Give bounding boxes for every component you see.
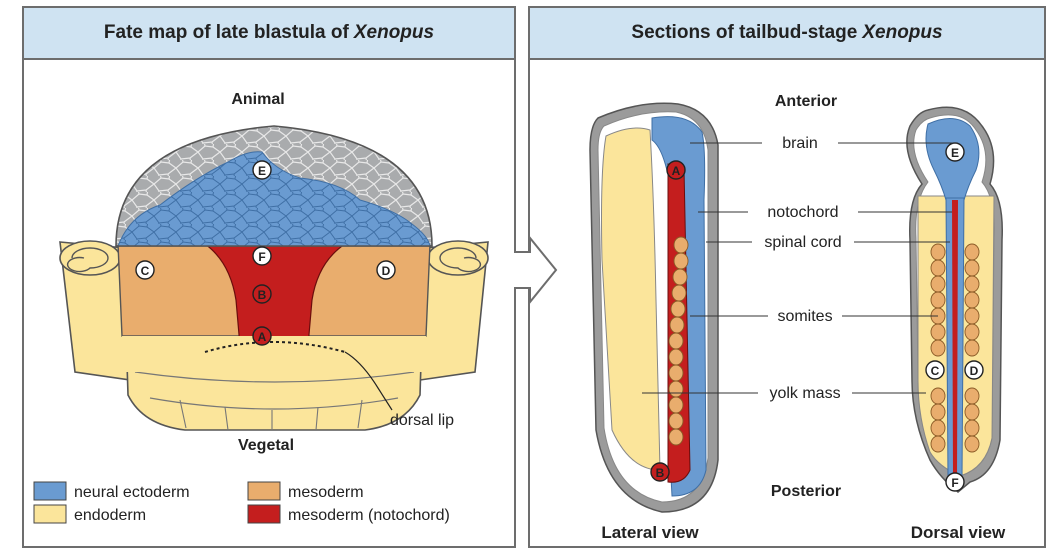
marker-e-left: E <box>253 161 271 179</box>
label-notochord: notochord <box>767 204 838 221</box>
marker-d-right: D <box>965 361 983 379</box>
svg-text:B: B <box>258 288 267 302</box>
label-yolk-mass: yolk mass <box>769 385 840 402</box>
label-posterior: Posterior <box>771 483 841 500</box>
blastula-fate-map <box>60 126 488 430</box>
legend-label-neural-ectoderm: neural ectoderm <box>74 484 190 501</box>
legend-label-notochord: mesoderm (notochord) <box>288 507 450 524</box>
legend-swatch-mesoderm <box>248 482 280 500</box>
marker-c-left: C <box>136 261 154 279</box>
svg-text:A: A <box>258 330 267 344</box>
label-dorsal-lip: dorsal lip <box>390 412 454 429</box>
svg-text:E: E <box>258 164 266 178</box>
svg-text:E: E <box>951 146 959 160</box>
label-lateral-view: Lateral view <box>601 523 699 542</box>
legend-label-mesoderm: mesoderm <box>288 484 364 501</box>
dorsal-view-embryo <box>907 107 1002 492</box>
label-spinal-cord: spinal cord <box>764 234 841 251</box>
label-dorsal-view: Dorsal view <box>911 523 1006 542</box>
marker-d-left: D <box>377 261 395 279</box>
marker-f-left: F <box>253 247 271 265</box>
svg-text:A: A <box>672 164 681 178</box>
lateral-view-embryo <box>590 103 718 512</box>
svg-text:D: D <box>382 264 391 278</box>
legend-swatch-endoderm <box>34 505 66 523</box>
legend-label-endoderm: endoderm <box>74 507 146 524</box>
svg-text:C: C <box>931 364 940 378</box>
label-vegetal: Vegetal <box>238 437 294 454</box>
legend-swatch-neural-ectoderm <box>34 482 66 500</box>
legend: neural ectoderm mesoderm endoderm mesode… <box>34 482 450 524</box>
marker-b-left: B <box>253 285 271 303</box>
marker-a-left: A <box>253 327 271 345</box>
svg-text:F: F <box>951 476 958 490</box>
label-anterior: Anterior <box>775 93 837 110</box>
right-scroll <box>420 241 488 380</box>
svg-text:B: B <box>656 466 665 480</box>
label-animal: Animal <box>231 91 284 108</box>
svg-text:D: D <box>970 364 979 378</box>
label-brain: brain <box>782 135 818 152</box>
marker-a-right: A <box>667 161 685 179</box>
marker-e-right: E <box>946 143 964 161</box>
marker-b-right: B <box>651 463 669 481</box>
marker-c-right: C <box>926 361 944 379</box>
label-somites: somites <box>777 308 832 325</box>
svg-text:F: F <box>258 250 265 264</box>
legend-swatch-notochord <box>248 505 280 523</box>
svg-text:C: C <box>141 264 150 278</box>
marker-f-right: F <box>946 473 964 491</box>
